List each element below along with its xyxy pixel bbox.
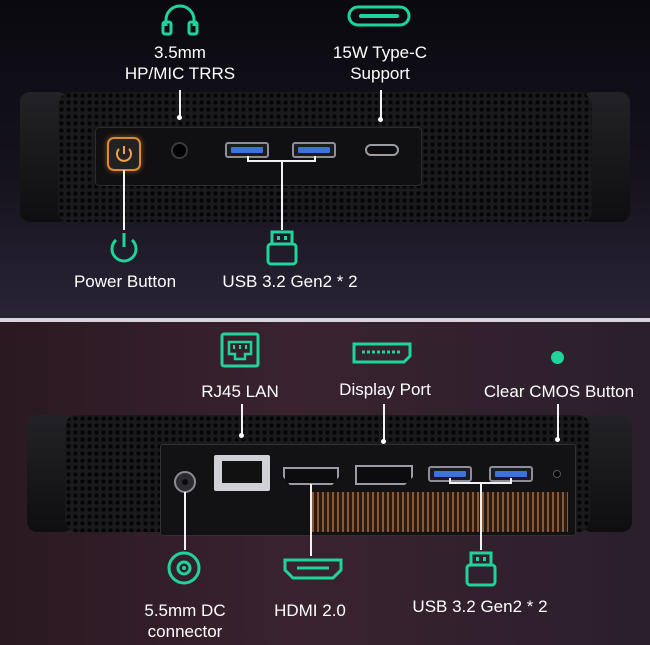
- audio-jack-label-line1: 3.5mm: [154, 43, 206, 62]
- usb-leader-v: [281, 160, 283, 230]
- dot-icon: [551, 351, 564, 364]
- dc-jack-pin: [182, 479, 188, 485]
- hdmi-icon: [283, 558, 343, 580]
- usb-a-icon: [266, 230, 298, 266]
- rear-right-end: [582, 415, 632, 532]
- hdmi-port[interactable]: [283, 467, 339, 485]
- hdmi-label: HDMI 2.0: [274, 601, 346, 620]
- rear-panel: RJ45 LAN Display Port Clear CMOS Button: [0, 322, 650, 645]
- headphones-icon: [161, 4, 199, 36]
- dp-leader: [383, 404, 385, 442]
- displayport-icon: [352, 342, 412, 364]
- typec-label: 15W Type-C Support: [315, 42, 445, 84]
- rear-usb-leader-v2: [510, 478, 512, 484]
- heatsink-fins: [312, 492, 568, 532]
- audio-leader-dot: [177, 115, 182, 120]
- rear-usb-label: USB 3.2 Gen2 * 2: [412, 597, 548, 616]
- audio-jack-label-line2: HP/MIC TRRS: [124, 64, 236, 83]
- usb-c-port[interactable]: [365, 144, 399, 156]
- clear-cmos-button[interactable]: [553, 470, 561, 478]
- audio-leader: [179, 90, 181, 118]
- power-button-label: Power Button: [73, 272, 177, 291]
- rj45-socket: [222, 461, 262, 483]
- audio-jack-label: 3.5mm HP/MIC TRRS: [120, 42, 240, 84]
- typec-label-line1: 15W Type-C: [332, 43, 428, 62]
- rear-usb-a-icon: [465, 551, 497, 587]
- displayport-label: Display Port: [339, 380, 431, 399]
- power-leader: [123, 170, 125, 230]
- dc-label: 5.5mm DC connector: [125, 600, 245, 642]
- cmos-leader: [557, 404, 559, 440]
- displayport-port[interactable]: [355, 465, 413, 485]
- ethernet-icon: [220, 332, 260, 368]
- usb-leader-v2: [314, 156, 316, 162]
- front-panel: 3.5mm HP/MIC TRRS 15W Type-C Support: [0, 0, 650, 318]
- typec-leader-dot: [378, 117, 383, 122]
- rj45-label: RJ45 LAN: [201, 382, 279, 401]
- typec-leader: [380, 90, 382, 120]
- usb-c-icon: [347, 5, 411, 27]
- dc-jack-icon: [167, 551, 201, 585]
- dc-jack-port[interactable]: [174, 471, 196, 493]
- rear-usb-leader-v: [480, 482, 482, 550]
- audio-jack[interactable]: [171, 142, 188, 159]
- dc-leader: [184, 492, 186, 550]
- typec-label-line2: Support: [350, 64, 410, 83]
- dc-label-line2: connector: [147, 622, 223, 641]
- rear-usb-leader-v1: [449, 478, 451, 484]
- dp-leader-dot: [381, 439, 386, 444]
- cmos-label: Clear CMOS Button: [483, 382, 635, 401]
- rj45-leader-dot: [239, 433, 244, 438]
- power-icon: [110, 233, 138, 263]
- power-symbol-icon: [116, 146, 132, 162]
- panel-divider: [0, 318, 650, 322]
- power-button[interactable]: [107, 137, 141, 171]
- usb-front-label: USB 3.2 Gen2 * 2: [222, 272, 358, 291]
- hdmi-leader: [310, 484, 312, 556]
- rj45-port[interactable]: [214, 455, 270, 491]
- usb-leader-v1: [247, 156, 249, 162]
- dc-label-line1: 5.5mm DC: [144, 601, 226, 620]
- rj45-leader: [241, 404, 243, 436]
- cmos-leader-dot: [555, 437, 560, 442]
